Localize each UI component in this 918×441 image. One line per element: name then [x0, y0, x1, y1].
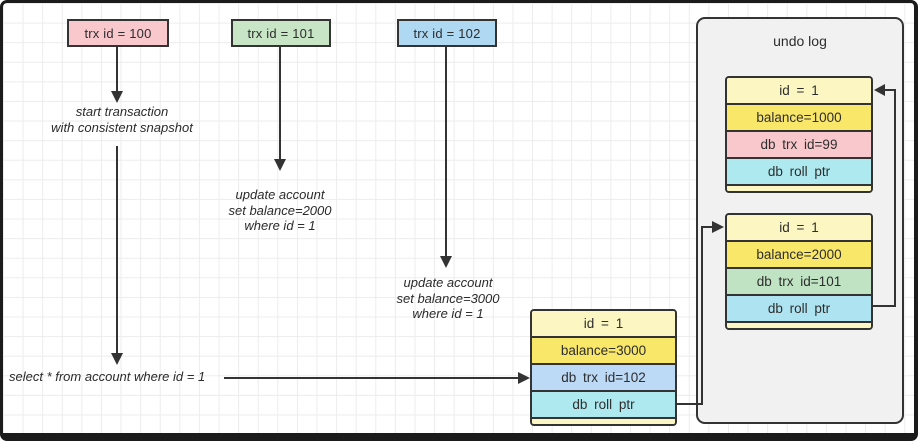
undo1-row-trx-id-label: db trx id=99	[760, 137, 838, 152]
rollptr-chain-line	[885, 89, 896, 91]
undo2-row-balance: balance=2000	[727, 242, 871, 269]
undo-log-title: undo log	[773, 33, 827, 49]
right-arrowhead-icon	[712, 221, 724, 233]
trx-100-label: trx id = 100	[84, 25, 152, 41]
rollptr-connector-line	[701, 226, 703, 405]
record-row-id: id = 1	[532, 311, 675, 338]
trx-102-label: trx id = 102	[413, 25, 481, 41]
left-arrowhead-icon	[874, 84, 885, 96]
down-arrowhead-icon	[274, 159, 286, 171]
undo1-row-roll-ptr: db roll ptr	[727, 159, 871, 186]
undo2-box-sliver	[727, 323, 871, 328]
undo1-box-sliver	[727, 186, 871, 191]
start-snapshot-note: start transaction with consistent snapsh…	[51, 104, 193, 135]
record-row-roll-ptr: db roll ptr	[532, 392, 675, 419]
rollptr-connector-line	[703, 226, 713, 228]
undo2-row-id: id = 1	[727, 215, 871, 242]
rollptr-chain-line	[894, 89, 896, 307]
undo1-row-trx-id: db trx id=99	[727, 132, 871, 159]
select-arrow-line	[224, 377, 518, 379]
record-row-balance: balance=3000	[532, 338, 675, 365]
down-arrowhead-icon	[440, 256, 452, 268]
record-row-roll-ptr-label: db roll ptr	[572, 397, 635, 412]
undo-version-2-box: id = 1 balance=2000 db trx id=101 db rol…	[725, 213, 873, 330]
record-row-trx-id-label: db trx id=102	[561, 370, 646, 385]
undo2-row-trx-id-label: db trx id=101	[756, 274, 842, 289]
rollptr-chain-line	[872, 305, 896, 307]
undo1-row-balance-label: balance=1000	[756, 110, 842, 125]
record-row-trx-id: db trx id=102	[532, 365, 675, 392]
trx-101-box: trx id = 101	[231, 19, 331, 47]
undo2-row-id-label: id = 1	[779, 220, 819, 235]
undo2-row-balance-label: balance=2000	[756, 247, 842, 262]
update-3000-note: update account set balance=3000 where id…	[396, 275, 500, 321]
current-record-box: id = 1 balance=3000 db trx id=102 db rol…	[530, 309, 677, 426]
undo1-row-id: id = 1	[727, 78, 871, 105]
record-row-balance-label: balance=3000	[560, 343, 647, 358]
undo2-row-roll-ptr: db roll ptr	[727, 296, 871, 323]
select-query-note: select * from account where id = 1	[9, 369, 206, 384]
undo1-row-id-label: id = 1	[779, 83, 819, 98]
trx-102-arrow-line	[445, 47, 447, 256]
down-arrowhead-icon	[111, 91, 123, 103]
right-arrowhead-icon	[518, 372, 530, 384]
undo2-row-trx-id: db trx id=101	[727, 269, 871, 296]
trx-101-arrow-line	[279, 47, 281, 159]
update-2000-note: update account set balance=2000 where id…	[228, 187, 332, 233]
undo2-row-roll-ptr-label: db roll ptr	[767, 301, 831, 316]
down-arrowhead-icon	[111, 353, 123, 365]
record-box-sliver	[532, 419, 675, 424]
trx-102-box: trx id = 102	[397, 19, 497, 47]
record-row-id-label: id = 1	[583, 316, 624, 331]
rollptr-connector-line	[677, 403, 703, 405]
undo1-row-balance: balance=1000	[727, 105, 871, 132]
trx-100-arrow-line-2	[116, 146, 118, 353]
undo1-row-roll-ptr-label: db roll ptr	[767, 164, 831, 179]
trx-101-label: trx id = 101	[247, 25, 315, 41]
undo-version-1-box: id = 1 balance=1000 db trx id=99 db roll…	[725, 76, 873, 193]
trx-100-arrow-line	[116, 47, 118, 91]
trx-100-box: trx id = 100	[67, 19, 169, 47]
